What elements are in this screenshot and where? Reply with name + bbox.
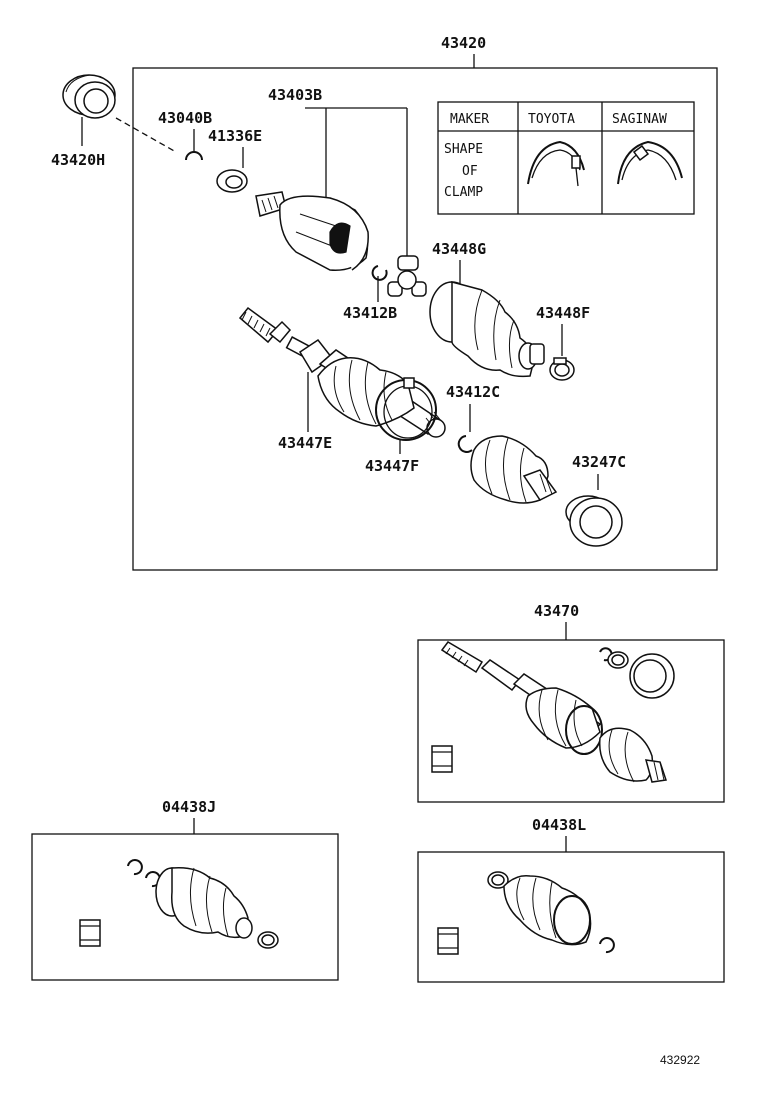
label-43420[interactable]: 43420 bbox=[441, 34, 486, 52]
label-43247c[interactable]: 43247C bbox=[572, 453, 626, 471]
kit-04438l-group: 04438L bbox=[417, 816, 725, 983]
snap-ring-icon[interactable] bbox=[185, 151, 203, 161]
table-row-label-clamp: CLAMP bbox=[444, 185, 483, 200]
label-41336e[interactable]: 41336E bbox=[208, 127, 262, 145]
kit-04438l-frame bbox=[417, 851, 725, 983]
label-43040b[interactable]: 43040B bbox=[158, 109, 212, 127]
snap-ring-icon[interactable] bbox=[371, 265, 388, 281]
label-43447f[interactable]: 43447F bbox=[365, 457, 419, 475]
label-43447e[interactable]: 43447E bbox=[278, 434, 332, 452]
assembly-43470-frame bbox=[417, 639, 725, 803]
boot-icon[interactable] bbox=[503, 874, 592, 946]
boot-icon[interactable] bbox=[317, 357, 415, 427]
drive-shaft-icon[interactable] bbox=[440, 641, 667, 783]
label-43403b[interactable]: 43403B bbox=[268, 86, 322, 104]
grease-tube-icon[interactable] bbox=[431, 745, 453, 773]
table-row-label-shape: SHAPE bbox=[444, 142, 483, 157]
assembly-43470-group: 43470 bbox=[417, 602, 725, 803]
bearing-icon[interactable] bbox=[62, 74, 116, 119]
assembly-43420-frame bbox=[132, 67, 718, 571]
label-43448f[interactable]: 43448F bbox=[536, 304, 590, 322]
toyota-clamp-icon bbox=[527, 140, 585, 187]
saginaw-clamp-icon bbox=[617, 140, 683, 185]
snap-ring-icon[interactable] bbox=[127, 859, 143, 876]
table-row-label-of: OF bbox=[462, 164, 478, 179]
clamp-icon[interactable] bbox=[257, 931, 279, 949]
assembly-43420-group: 43420 43420H 43040B 41336E 43403B bbox=[51, 34, 718, 571]
label-43448g[interactable]: 43448G bbox=[432, 240, 486, 258]
dust-deflector-icon[interactable] bbox=[216, 169, 248, 193]
clamp-icon[interactable] bbox=[549, 357, 575, 381]
clamp-shape-table: MAKER TOYOTA SAGINAW SHAPE OF CLAMP bbox=[437, 101, 695, 215]
boot-icon[interactable] bbox=[155, 866, 253, 939]
table-header-maker: MAKER bbox=[450, 112, 489, 127]
snap-ring-icon[interactable] bbox=[457, 435, 473, 453]
kit-04438j-group: 04438J bbox=[31, 798, 339, 981]
clamp-icon[interactable] bbox=[375, 377, 437, 441]
label-43412b[interactable]: 43412B bbox=[343, 304, 397, 322]
label-04438l[interactable]: 04438L bbox=[532, 816, 586, 834]
clamp-icon[interactable] bbox=[607, 651, 629, 669]
dust-deflector-icon[interactable] bbox=[629, 653, 675, 699]
label-04438j[interactable]: 04438J bbox=[162, 798, 216, 816]
snap-ring-icon[interactable] bbox=[599, 937, 615, 954]
inboard-joint-housing-icon[interactable] bbox=[255, 191, 369, 271]
clamp-icon[interactable] bbox=[487, 871, 509, 889]
illustration-number: 432922 bbox=[660, 1053, 700, 1067]
grease-tube-icon[interactable] bbox=[79, 919, 101, 947]
dust-deflector-icon[interactable] bbox=[565, 495, 623, 547]
table-header-toyota: TOYOTA bbox=[528, 112, 575, 127]
table-header-saginaw: SAGINAW bbox=[612, 112, 667, 127]
kit-04438j-frame bbox=[31, 833, 339, 981]
grease-tube-icon[interactable] bbox=[437, 927, 459, 955]
boot-icon[interactable] bbox=[429, 281, 545, 378]
label-43470[interactable]: 43470 bbox=[534, 602, 579, 620]
label-43412c[interactable]: 43412C bbox=[446, 383, 500, 401]
tripod-joint-icon[interactable] bbox=[387, 255, 427, 297]
snap-ring-icon[interactable] bbox=[599, 647, 613, 662]
outboard-joint-icon[interactable] bbox=[470, 435, 558, 504]
label-43420h[interactable]: 43420H bbox=[51, 151, 105, 169]
